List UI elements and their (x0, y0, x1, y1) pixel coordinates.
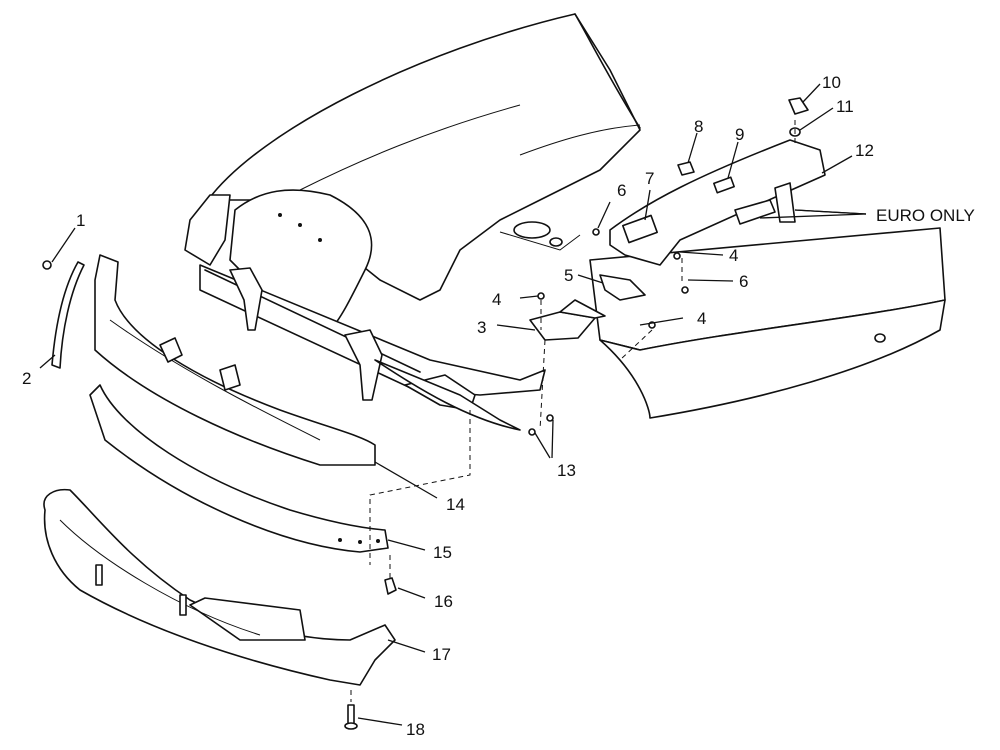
callout-17: 17 (432, 645, 451, 664)
callout-4-upper: 4 (492, 290, 501, 309)
callout-7: 7 (645, 169, 654, 188)
part-14-air-dam (94, 254, 376, 466)
callout-6-upper: 6 (617, 181, 626, 200)
callout-4-mid: 4 (729, 246, 738, 265)
callout-3: 3 (477, 318, 486, 337)
callout-12: 12 (855, 141, 874, 160)
callout-2: 2 (22, 369, 31, 388)
side-bracket-assembly (609, 97, 826, 266)
part-15-reinforcement-bar (89, 384, 389, 553)
callout-8: 8 (694, 117, 703, 136)
assembly-centerlines (350, 120, 796, 702)
euro-only-note: EURO ONLY (876, 206, 975, 225)
radiator-support-frame (184, 189, 546, 431)
callout-10: 10 (822, 73, 841, 92)
callout-1: 1 (76, 211, 85, 230)
fasteners (42, 228, 689, 730)
callout-6-lower: 6 (739, 272, 748, 291)
leader-lines (39, 83, 867, 726)
part-17-lower-fascia (43, 488, 396, 686)
callout-14: 14 (446, 495, 465, 514)
callout-13: 13 (557, 461, 576, 480)
callout-9: 9 (735, 125, 744, 144)
callout-4-lower: 4 (697, 309, 706, 328)
callout-5: 5 (564, 266, 573, 285)
callout-18: 18 (406, 720, 425, 739)
callout-11: 11 (836, 97, 854, 116)
callout-16: 16 (434, 592, 453, 611)
small-brackets (529, 274, 646, 341)
callout-15: 15 (433, 543, 452, 562)
callout-labels: 1 2 3 4 4 4 5 6 6 7 8 9 10 11 12 13 14 1… (22, 73, 975, 739)
part-2-trim-strip (51, 261, 85, 369)
